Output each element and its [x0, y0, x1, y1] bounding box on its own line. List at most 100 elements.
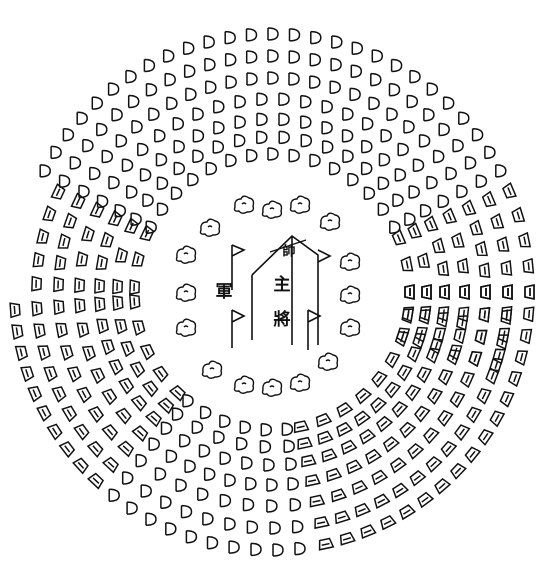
troop-marker: [56, 322, 67, 337]
troop-rings: [10, 28, 534, 556]
troop-marker: [398, 504, 415, 519]
troop-marker: [475, 242, 487, 258]
troop-marker: [203, 513, 213, 525]
troop-marker: [364, 187, 374, 199]
troop-marker: [447, 348, 460, 364]
troop-marker: [362, 141, 372, 153]
troop-marker: [143, 380, 159, 397]
troop-marker: [144, 60, 154, 72]
troop-marker: [123, 472, 133, 484]
troop-marker: [89, 405, 104, 422]
troop-marker: [208, 537, 218, 549]
troop-marker: [325, 468, 341, 481]
troop-marker: [354, 387, 370, 403]
troop-marker: [237, 438, 247, 450]
troop-marker: [293, 421, 309, 433]
troop-marker: [132, 121, 142, 133]
troop-marker: [410, 71, 420, 83]
troop-marker: [489, 410, 504, 427]
troop-marker: [520, 328, 531, 343]
troop-marker: [52, 385, 66, 402]
troop-marker: [61, 344, 74, 360]
troop-marker: [267, 479, 277, 491]
troop-marker: [323, 141, 333, 153]
troop-marker: [363, 118, 373, 130]
troop-marker: [185, 460, 195, 472]
troop-marker: [343, 108, 353, 120]
troop-marker: [362, 163, 372, 175]
troop-marker: [101, 233, 114, 249]
troop-marker: [62, 405, 77, 422]
troop-marker: [335, 422, 352, 436]
troop-marker: [304, 474, 320, 486]
troop-marker: [415, 326, 427, 342]
troop-marker: [21, 365, 34, 381]
troop-marker: [293, 521, 303, 533]
troop-marker: [155, 130, 165, 142]
troop-marker: [425, 456, 441, 472]
troop-marker: [200, 445, 210, 457]
troop-marker: [257, 93, 267, 105]
troop-marker: [75, 278, 84, 292]
label-general: 將: [274, 309, 291, 330]
guard-figure: [201, 219, 220, 236]
label-army: 軍: [216, 282, 233, 302]
troop-marker: [109, 177, 119, 189]
troop-marker: [482, 192, 496, 208]
troop-marker: [198, 488, 208, 500]
troop-marker: [77, 386, 92, 403]
troop-marker: [289, 150, 299, 162]
troop-marker: [16, 345, 28, 361]
troop-marker: [450, 462, 466, 478]
troop-marker: [470, 221, 483, 237]
troop-marker: [378, 203, 388, 215]
troop-marker: [183, 395, 193, 407]
troop-marker: [446, 168, 456, 180]
troop-marker: [247, 73, 257, 85]
troop-marker: [33, 253, 44, 268]
troop-marker: [131, 360, 146, 377]
troop-marker: [167, 97, 177, 109]
troop-marker: [416, 492, 433, 508]
troop-marker: [300, 455, 316, 467]
troop-marker: [88, 440, 104, 456]
troop-marker: [226, 76, 236, 88]
troop-marker: [339, 532, 355, 545]
troop-marker: [103, 456, 119, 472]
troop-marker: [462, 200, 476, 216]
troop-marker: [127, 186, 137, 198]
troop-marker: [184, 42, 194, 54]
troop-marker: [398, 144, 408, 156]
troop-marker: [162, 422, 172, 434]
troop-marker: [371, 370, 387, 387]
troop-marker: [485, 146, 495, 158]
troop-marker: [70, 157, 80, 169]
troop-marker: [116, 135, 126, 147]
troop-marker: [434, 151, 444, 163]
label-main: 主: [274, 274, 291, 295]
troop-marker: [414, 159, 424, 171]
troop-marker: [12, 324, 23, 339]
troop-marker: [345, 459, 361, 473]
troop-marker: [201, 407, 211, 419]
troop-marker: [479, 263, 489, 278]
troop-marker: [32, 301, 42, 316]
troop-marker: [83, 344, 96, 360]
troop-marker: [257, 131, 267, 143]
troop-marker: [402, 308, 413, 323]
guard-figure: [321, 213, 340, 230]
troop-marker: [457, 259, 468, 274]
troop-marker: [414, 405, 430, 422]
troop-marker: [220, 452, 230, 464]
troop-marker: [440, 440, 456, 456]
troop-marker: [153, 365, 169, 382]
troop-marker: [310, 76, 320, 88]
troop-marker: [401, 257, 413, 273]
troop-marker: [381, 130, 391, 142]
troop-marker: [332, 36, 342, 48]
troop-marker: [380, 154, 390, 166]
troop-marker: [141, 485, 151, 497]
troop-marker: [279, 131, 289, 143]
troop-marker: [54, 277, 63, 291]
